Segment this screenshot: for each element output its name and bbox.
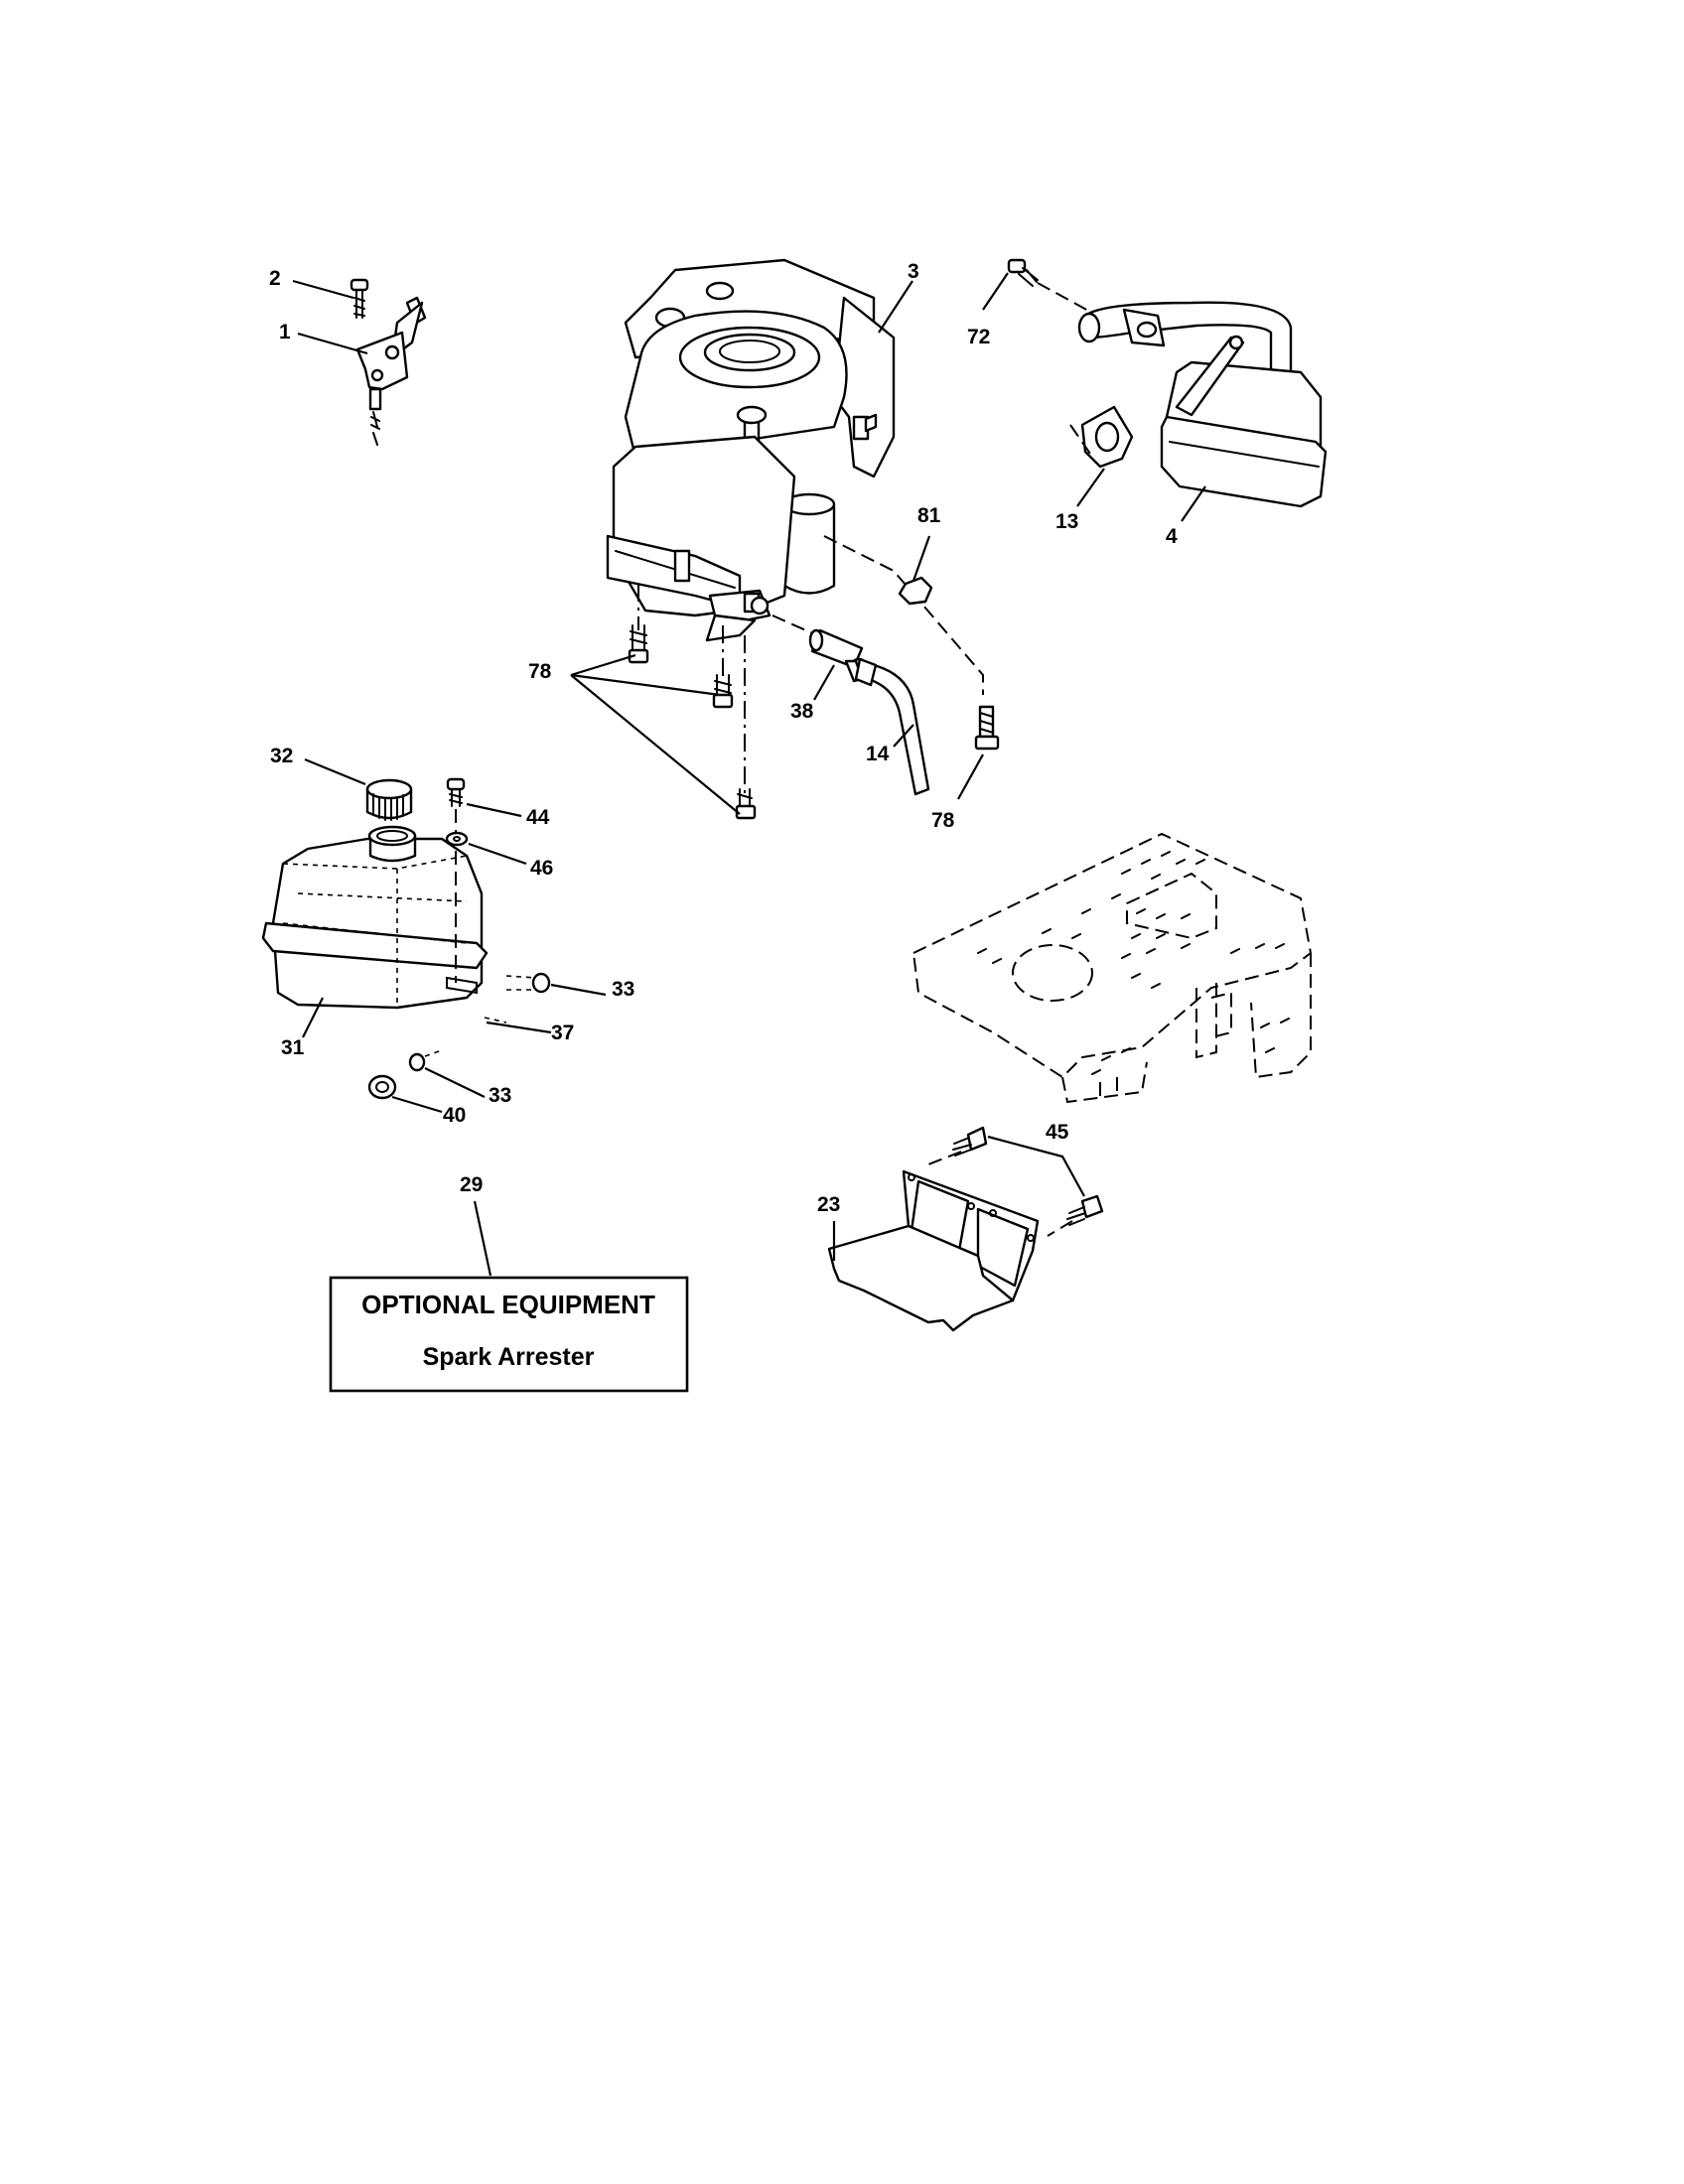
leader-31 [302,997,324,1038]
leader-3 [878,280,913,334]
callout-33-lower: 33 [489,1084,511,1107]
spark-arrester-label: Spark Arrester [423,1343,595,1371]
callout-4: 4 [1166,525,1178,548]
callout-46: 46 [530,857,553,880]
fuel-line-centerline [772,614,818,636]
screw-centerline-left [922,1151,962,1167]
callout-45: 45 [1046,1121,1069,1144]
leader-45 [987,1135,1085,1197]
callout-81: 81 [917,504,941,527]
gasket-centerline [1069,424,1093,458]
callout-32: 32 [270,745,293,767]
exhaust-gasket [1080,405,1134,469]
throttle-bracket-assembly [292,278,427,446]
engine-bolts [628,624,1000,820]
leader-33-upper [550,983,607,997]
fuel-hose-lower [424,1049,443,1057]
callout-2: 2 [269,267,281,290]
fuel-hose-outline [505,975,537,991]
heat-shield [827,1169,1040,1332]
leader-14 [893,724,914,748]
muffler-screw [1007,258,1039,287]
optional-equipment-box [329,1276,689,1393]
leader-13 [1076,468,1105,507]
fuel-cap [365,778,413,821]
leader-40 [391,1095,443,1114]
hex-nut [898,576,933,606]
fuel-hose [854,657,930,796]
leader-78-a [570,653,741,815]
callout-33-upper: 33 [612,978,634,1001]
tank-bushing [367,1074,397,1100]
screw-centerline-right [1047,1220,1073,1237]
hose-clamp-lower [408,1052,426,1072]
callout-31: 31 [281,1036,305,1059]
callout-1: 1 [279,321,291,343]
leader-72 [982,272,1009,311]
callout-38: 38 [790,700,814,723]
muffler [1077,301,1328,508]
leader-32 [304,757,366,786]
muffler-screw-centerline [1037,282,1093,314]
leader-37 [486,1021,552,1034]
leader-33-lower [424,1067,486,1098]
leader-81 [912,535,931,582]
leader-4 [1181,485,1206,522]
callout-23: 23 [817,1193,840,1216]
leader-44 [466,802,522,818]
mower-frame [912,832,1313,1104]
callout-29: 29 [460,1173,483,1196]
callout-37: 37 [551,1022,574,1044]
tank-screw [446,777,466,807]
callout-44: 44 [526,806,550,829]
fuel-line-segment [484,1017,507,1024]
engine [606,258,896,642]
leader-38 [813,664,835,701]
callout-14: 14 [866,743,890,765]
leader-78-b [957,753,984,800]
callout-13: 13 [1055,510,1078,533]
fuel-tank [261,825,489,1010]
callout-78-b: 78 [931,809,955,832]
leader-46 [468,842,527,866]
hose-clamp-upper [531,972,551,994]
callout-72: 72 [967,326,990,348]
flat-washer [445,831,469,847]
leader-29 [473,1200,492,1277]
optional-equipment-title: OPTIONAL EQUIPMENT [361,1290,655,1319]
callout-78-a: 78 [528,660,552,683]
callout-40: 40 [443,1104,466,1127]
callout-3: 3 [908,260,919,283]
engine-mount-centerline [823,535,984,695]
heat-shield-screws [952,1126,1104,1226]
